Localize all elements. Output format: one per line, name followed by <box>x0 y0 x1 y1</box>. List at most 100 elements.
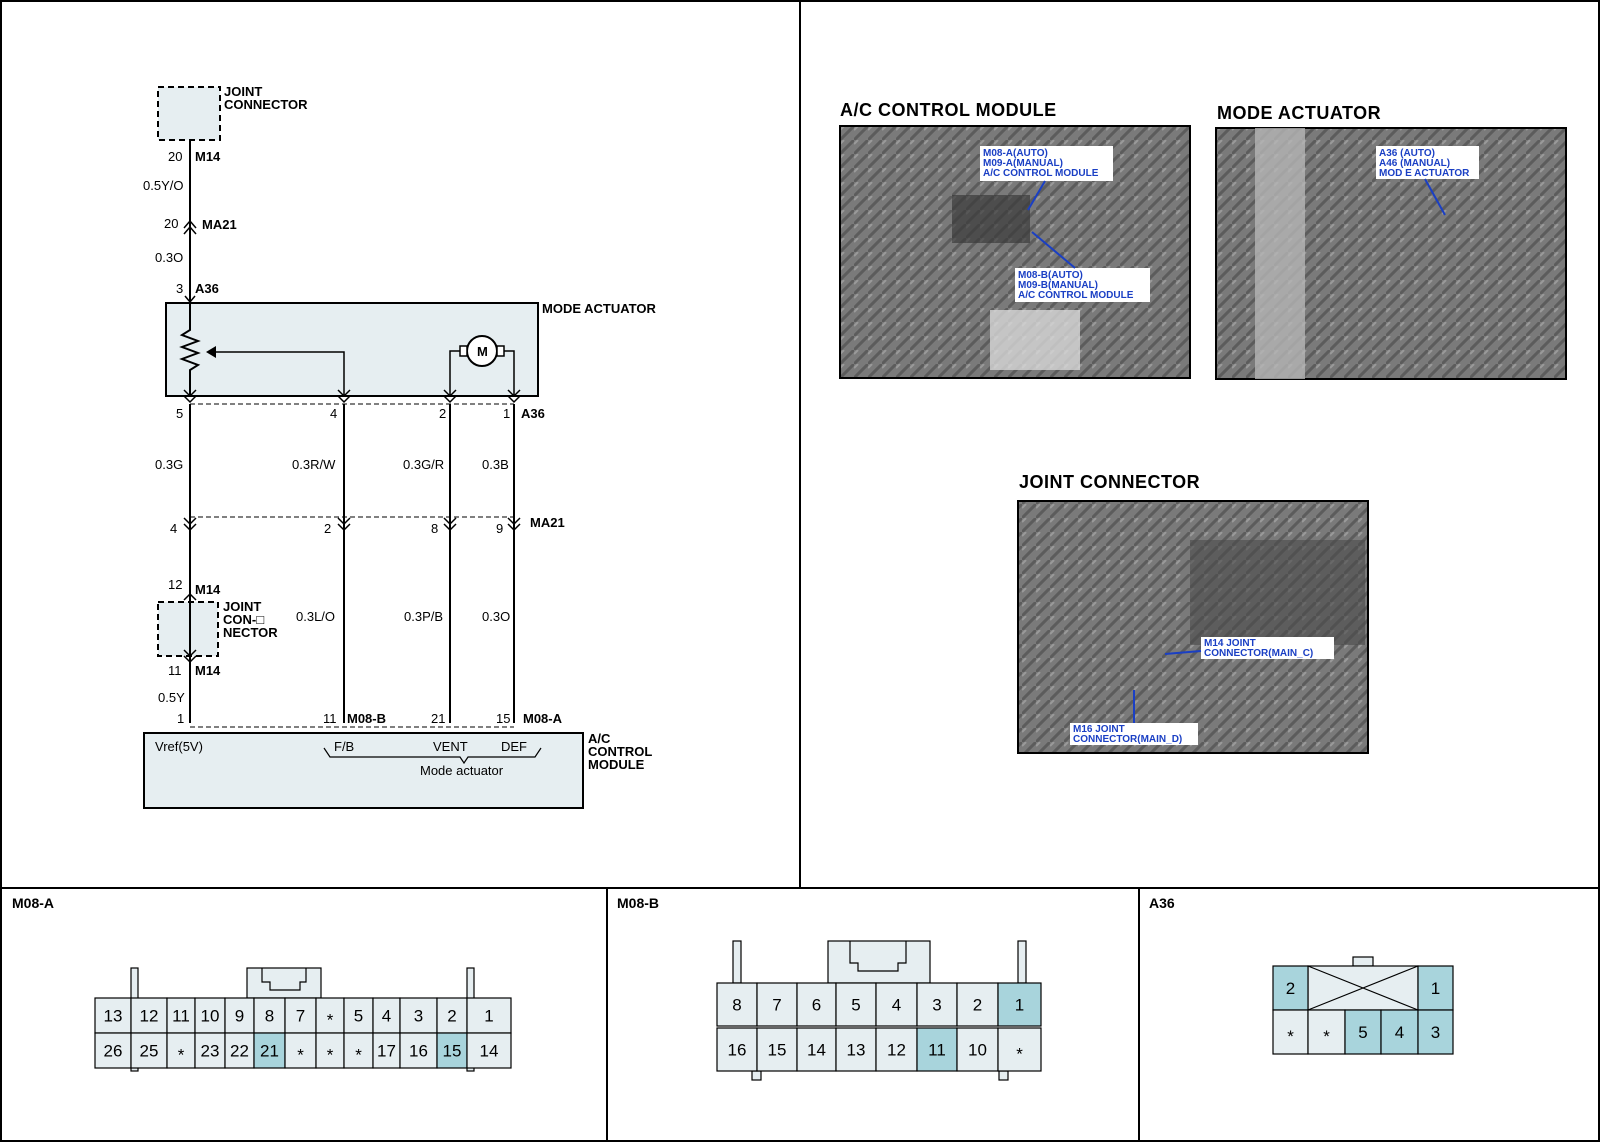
m08b-pin-cell <box>716 982 758 1027</box>
m08a-pin-cell <box>343 1032 374 1069</box>
joint-connector-2-arrows <box>183 649 197 664</box>
motor-label: M <box>477 344 488 359</box>
m08b-pin-number: 1 <box>1015 996 1024 1015</box>
m08a-latch-notch <box>261 968 307 991</box>
m14-mid-label: M14 <box>195 582 221 597</box>
a36-pin-number: 2 <box>1286 979 1295 998</box>
top-joint-connector-box <box>157 86 221 141</box>
wire-03lo-label: 0.3L/O <box>296 609 335 624</box>
photo-panel: A/C CONTROL MODULE M08-A(AUTO)M09-A(MANU… <box>839 100 1567 754</box>
m08b-pin-number: 7 <box>772 996 781 1015</box>
ac-callout-2-box <box>1015 268 1150 302</box>
motor-wire-right <box>504 350 515 396</box>
m08a-pin-cell <box>372 997 401 1034</box>
a36-pin-number: 5 <box>1358 1023 1367 1042</box>
wire-05y-label: 0.5Y <box>158 690 185 705</box>
ac-callout-1-arrow <box>1027 180 1046 211</box>
wire-03rw-label: 0.3R/W <box>292 457 336 472</box>
m08a-pin-number: 13 <box>104 1007 123 1026</box>
a36-pin-number: 3 <box>1431 1023 1440 1042</box>
wire-03g-label: 0.3G <box>155 457 183 472</box>
ac-callout-1: M08-A(AUTO)M09-A(MANUAL)A/C CONTROL MODU… <box>983 148 1099 179</box>
m08a-pin-number: * <box>355 1046 362 1065</box>
m08b-latch <box>827 940 931 984</box>
a36-pin-cell <box>1307 1009 1346 1055</box>
m08a-pin-number: 7 <box>296 1007 305 1026</box>
ac-photo-part <box>990 310 1080 370</box>
m08a-pin-number: 1 <box>484 1007 493 1026</box>
m08a-pin-number: 9 <box>235 1007 244 1026</box>
m08a-pin-number: 8 <box>265 1007 274 1026</box>
m08a-pin-number: * <box>327 1011 334 1030</box>
m08b-pin-number: 3 <box>932 996 941 1015</box>
wire-03gr-label: 0.3G/R <box>403 457 444 472</box>
ac-control-module-box <box>143 732 584 809</box>
m08b-pin-cell <box>835 1027 877 1072</box>
wire-05yo-label: 0.5Y/O <box>143 178 183 193</box>
a36-bottom-label: A36 <box>521 406 545 421</box>
mode-actuator-label: MODE ACTUATOR <box>542 301 656 316</box>
m08a-pin-cell <box>436 1032 468 1069</box>
a36-pin-number: * <box>1323 1027 1330 1046</box>
a36-pin-number: 4 <box>1395 1023 1404 1042</box>
wire-03o-label: 0.3O <box>482 609 510 624</box>
ma21-top-connector <box>183 219 197 235</box>
m14-top-pin: 20 <box>168 149 182 164</box>
m08b-pin-number: 10 <box>968 1041 987 1060</box>
m08b-pin-cell <box>796 1027 837 1072</box>
m08a-latch <box>246 967 322 999</box>
ac-callout-2-arrow <box>1031 231 1076 269</box>
mode-photo-pipe <box>1255 128 1305 379</box>
m08a-pin-number: 4 <box>382 1007 391 1026</box>
m08b-pin-cell <box>997 982 1042 1027</box>
m08a-pin-number: 26 <box>104 1042 123 1061</box>
m08b-pin-number: 2 <box>973 996 982 1015</box>
wiper-arrow <box>206 346 216 358</box>
m08a-pin-number: 3 <box>414 1007 423 1026</box>
a36-pin-1: 1 <box>503 406 510 421</box>
m08a-pin-number: 14 <box>480 1042 499 1061</box>
m08a-pin-cell <box>399 997 438 1034</box>
m14-pin-11: 11 <box>168 663 182 678</box>
m08a-pin-number: 22 <box>230 1042 249 1061</box>
mode-actuator-inner-label: Mode actuator <box>420 763 504 778</box>
m08a-pin-number: 5 <box>354 1007 363 1026</box>
a36-top-label: A36 <box>195 281 219 296</box>
m08a-pin-number: 23 <box>201 1042 220 1061</box>
ma21-top-pin: 20 <box>164 216 178 231</box>
m08a-pin-number: 11 <box>172 1007 190 1026</box>
a36-pin-cell <box>1417 965 1454 1011</box>
wire-03b-label: 0.3B <box>482 457 509 472</box>
a36-blank-cross <box>1307 965 1419 1011</box>
m08b-section-label: M08-B <box>617 895 659 911</box>
m08b-pin-number: * <box>1016 1045 1023 1064</box>
m08a-pin-cell <box>130 997 168 1034</box>
ma21-pin-4: 4 <box>170 521 177 536</box>
joint-photo-duct <box>1190 540 1365 645</box>
m08a-pin-cell <box>224 997 255 1034</box>
m08b-pin-cell <box>956 982 999 1027</box>
m14-top-label: M14 <box>195 149 221 164</box>
def-label: DEF <box>501 739 527 754</box>
m08a-pin-cell <box>224 1032 255 1069</box>
a36-pin-2: 2 <box>439 406 446 421</box>
m08b-pin-cell <box>916 982 958 1027</box>
m08a-pin-number: * <box>178 1046 185 1065</box>
ma21-top-label: MA21 <box>202 217 237 232</box>
a36-pin-cell <box>1272 965 1309 1011</box>
ac-photo-highlight <box>952 195 1030 243</box>
m08a-pin-cell <box>315 1032 345 1069</box>
joint-callout-2-box <box>1070 723 1198 745</box>
a36-pin-4: 4 <box>330 406 337 421</box>
m08a-pin-21: 21 <box>431 711 445 726</box>
mode-callout-box <box>1376 146 1479 179</box>
m08b-pin-number: 14 <box>807 1041 826 1060</box>
m08b-bottom-tab-left <box>751 1070 762 1081</box>
m08a-pin-cell <box>284 997 317 1034</box>
ac-pin-1: 1 <box>177 711 184 726</box>
